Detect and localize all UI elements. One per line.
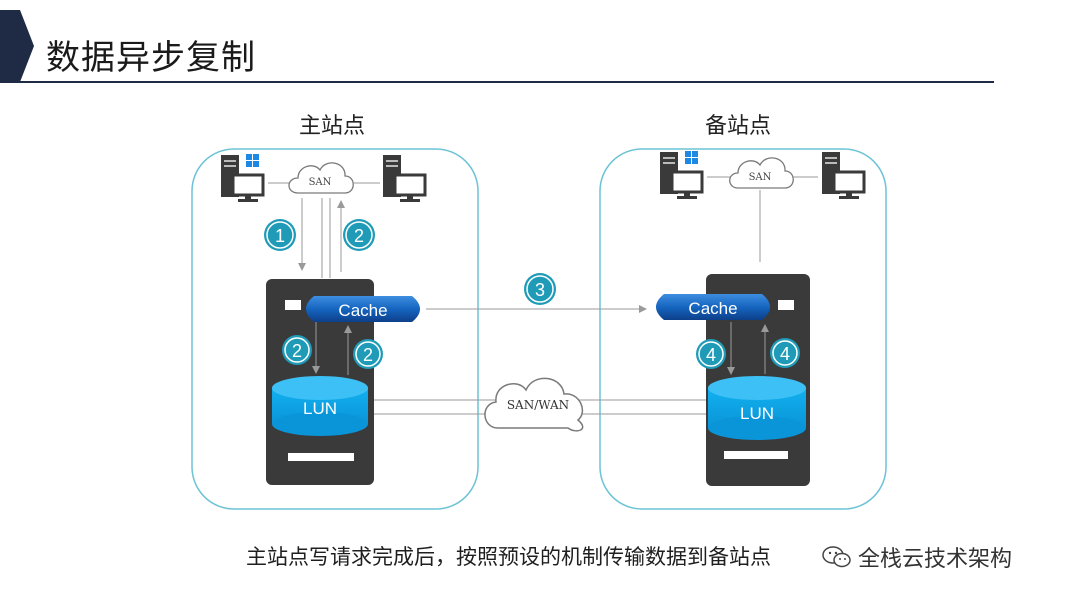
- step-2-badge-left: [282, 335, 312, 365]
- watermark: 全栈云技术架构: [818, 541, 1017, 573]
- step-2-number-left: 2: [292, 341, 302, 361]
- backup-host-right-icon: [822, 152, 866, 199]
- primary-lun-label: LUN: [303, 399, 337, 418]
- step-4-number-left: 4: [706, 345, 716, 365]
- step-1-badge: [264, 219, 296, 251]
- step-2-badge-top: [343, 219, 375, 251]
- primary-site-box: [191, 148, 479, 510]
- primary-site-label: 主站点: [299, 114, 366, 139]
- step-4-badge-right: [770, 338, 800, 368]
- backup-lun: [708, 376, 806, 440]
- backup-site-box: [599, 148, 887, 510]
- backup-san-cloud: [729, 157, 794, 189]
- step-4-badge-left: [696, 339, 726, 369]
- primary-cache-label: Cache: [338, 301, 387, 320]
- step-3-number: 3: [535, 280, 545, 300]
- backup-lun-label: LUN: [740, 404, 774, 423]
- watermark-text: 全栈云技术架构: [858, 547, 1013, 572]
- wan-cloud: [484, 377, 584, 432]
- primary-lun: [272, 376, 368, 436]
- backup-cache: [656, 294, 770, 320]
- step-2-badge-right: [353, 339, 383, 369]
- primary-host-left-icon: [221, 154, 265, 202]
- backup-san-label: SAN: [749, 172, 772, 183]
- step-1-number: 1: [275, 226, 285, 246]
- step-2-number-right: 2: [363, 345, 373, 365]
- wan-label: SAN/WAN: [507, 398, 569, 412]
- backup-cache-label: Cache: [688, 299, 737, 318]
- backup-host-left-icon: [660, 151, 704, 199]
- primary-san-cloud: [288, 162, 354, 194]
- primary-san-label: SAN: [309, 177, 332, 188]
- slide-caption: 主站点写请求完成后，按照预设的机制传输数据到备站点: [246, 545, 771, 569]
- primary-cache: [306, 296, 420, 322]
- step-3-badge: [524, 273, 556, 305]
- step-4-number-right: 4: [780, 344, 790, 364]
- primary-host-right-icon: [383, 155, 427, 202]
- slide-title: 数据异步复制: [46, 38, 256, 78]
- wechat-icon: [822, 546, 851, 568]
- step-2-number-top: 2: [354, 226, 364, 246]
- backup-site-label: 备站点: [705, 114, 772, 139]
